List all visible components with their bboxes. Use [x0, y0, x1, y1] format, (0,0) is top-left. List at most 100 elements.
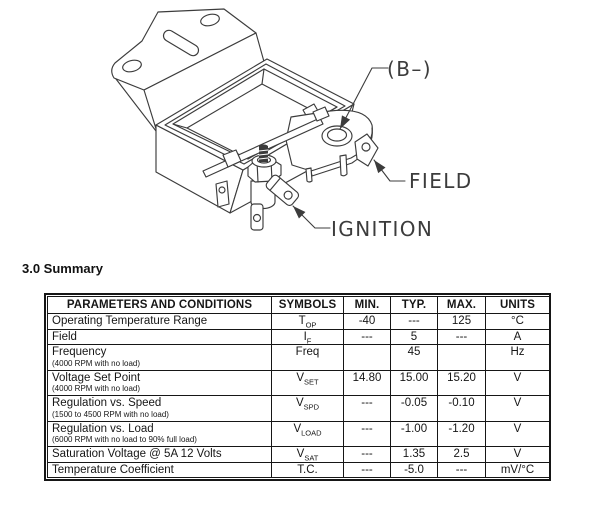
symbol-base: T.C.	[297, 463, 318, 476]
symbol-cell: VSPD	[271, 395, 344, 422]
bracket-slot	[162, 29, 200, 57]
ignition-label: IGNITION	[331, 217, 433, 241]
parameter-cell: Operating Temperature Range	[47, 313, 272, 330]
symbol-base: V	[296, 371, 305, 384]
parameter-name: Temperature Coefficient	[52, 463, 174, 476]
units-cell: Hz	[485, 344, 550, 371]
arm-peg	[339, 154, 348, 177]
min-cell: ---	[343, 328, 391, 345]
bracket-hole	[122, 59, 142, 73]
units-cell: mV/°C	[485, 461, 550, 478]
max-cell: ---	[437, 328, 486, 345]
symbol-subscript: F	[306, 335, 312, 345]
max-cell	[437, 344, 486, 371]
max-cell: 125	[437, 313, 486, 330]
min-cell: -40	[343, 313, 391, 330]
symbol-subscript: SET	[304, 376, 319, 386]
field-leader-line	[373, 159, 406, 182]
typ-cell: -1.00	[390, 420, 438, 447]
ignition-terminal	[215, 144, 300, 231]
min-cell: ---	[343, 446, 391, 463]
table-row: Regulation vs. Load(6000 RPM with no loa…	[47, 420, 550, 447]
parameter-cell: Field	[47, 328, 272, 345]
parameter-condition: (6000 RPM with no load to 90% full load)	[52, 435, 197, 444]
table-row: Frequency(4000 RPM with no load) Freq 45 Hz	[47, 344, 550, 371]
symbol-base: Freq	[295, 346, 320, 358]
units-cell: A	[485, 328, 550, 345]
symbol-cell: T.C.	[271, 461, 344, 478]
symbol-base: V	[296, 448, 305, 460]
symbol-cell: TOP	[271, 313, 344, 330]
spade-terminal	[215, 180, 230, 208]
max-cell: ---	[437, 461, 486, 478]
parameter-cell: Frequency(4000 RPM with no load)	[47, 344, 272, 371]
symbol-cell: Freq	[271, 344, 344, 371]
column-header-4: MAX.	[437, 296, 486, 314]
parameter-name: Regulation vs. Load	[52, 422, 154, 435]
parameter-name: Frequency	[52, 346, 107, 358]
parameter-condition: (4000 RPM with no load)	[52, 384, 141, 393]
b-minus-leader-line	[339, 67, 389, 130]
min-cell: ---	[343, 395, 391, 422]
max-cell: -1.20	[437, 420, 486, 447]
symbol-base: T	[298, 315, 306, 327]
min-cell: 14.80	[343, 369, 391, 396]
symbol-base: V	[295, 397, 304, 409]
max-cell: 15.20	[437, 369, 486, 396]
typ-cell: -0.05	[390, 395, 438, 422]
mounting-bracket	[111, 8, 269, 133]
symbol-subscript: OP	[305, 320, 317, 330]
units-cell: V	[485, 369, 550, 396]
parameter-name: Regulation vs. Speed	[52, 397, 162, 409]
typ-cell: 1.35	[390, 446, 438, 463]
column-header-2: MIN.	[343, 296, 391, 314]
bracket-hole	[200, 13, 220, 27]
field-terminal	[354, 133, 379, 167]
column-header-5: UNITS	[485, 296, 550, 314]
parameter-name: Voltage Set Point	[52, 371, 141, 384]
min-cell: ---	[343, 420, 391, 447]
typ-cell: ---	[390, 313, 438, 330]
min-cell	[343, 344, 391, 371]
section-heading: 3.0 Summary	[22, 261, 103, 276]
table-row: Voltage Set Point(4000 RPM with no load)…	[47, 369, 550, 396]
min-cell: ---	[343, 461, 391, 478]
max-cell: 2.5	[437, 446, 486, 463]
symbol-cell: VSAT	[271, 446, 344, 463]
typ-cell: 5	[390, 328, 438, 345]
typ-cell: 45	[390, 344, 438, 371]
symbol-subscript: SPD	[303, 402, 320, 412]
units-cell: °C	[485, 313, 550, 330]
units-cell: V	[485, 395, 550, 422]
parameter-cell: Regulation vs. Speed(1500 to 4500 RPM wi…	[47, 395, 272, 422]
symbol-subscript: LOAD	[301, 427, 322, 437]
parameter-name: Field	[52, 330, 77, 343]
max-cell: -0.10	[437, 395, 486, 422]
symbol-base: V	[293, 422, 302, 435]
symbol-base: I	[303, 330, 307, 343]
symbol-subscript: SAT	[304, 453, 319, 463]
field-label: FIELD	[409, 169, 473, 193]
typ-cell: 15.00	[390, 369, 438, 396]
units-cell: V	[485, 446, 550, 463]
arm-peg	[305, 167, 313, 183]
column-header-0: PARAMETERS AND CONDITIONS	[47, 296, 272, 314]
parameter-condition: (4000 RPM with no load)	[52, 358, 141, 368]
parameter-condition: (1500 to 4500 RPM with no load)	[52, 409, 169, 419]
table-row: Regulation vs. Speed(1500 to 4500 RPM wi…	[47, 395, 550, 422]
parameter-name: Operating Temperature Range	[52, 315, 208, 327]
column-header-1: SYMBOLS	[271, 296, 344, 314]
b-minus-label: (B–)	[387, 57, 432, 81]
parameter-cell: Regulation vs. Load(6000 RPM with no loa…	[47, 420, 272, 447]
units-cell: V	[485, 420, 550, 447]
column-header-3: TYP.	[390, 296, 438, 314]
